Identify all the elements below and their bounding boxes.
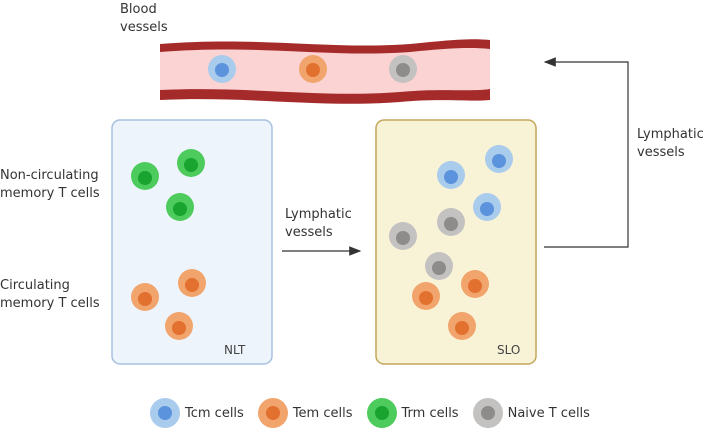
cell-tem — [299, 55, 327, 83]
cell-tcm — [437, 161, 465, 189]
cell-trm — [177, 149, 205, 177]
tem-cell-icon — [257, 398, 288, 428]
legend-item-trm: Trm cells — [366, 398, 459, 428]
cell-naive — [425, 252, 453, 280]
cell-tcm — [208, 55, 236, 83]
cell-tem — [178, 269, 206, 297]
arrow-slo-to-blood — [543, 57, 629, 248]
slo-label: SLO — [497, 343, 521, 357]
non-circulating-label: Non-circulating memory T cells — [0, 168, 100, 201]
legend-item-naive: Naive T cells — [472, 398, 590, 428]
cell-naive — [437, 208, 465, 236]
circulating-label: Circulating memory T cells — [0, 278, 100, 311]
cell-tcm — [485, 145, 513, 173]
cell-trm — [131, 162, 159, 190]
cell-trm — [166, 193, 194, 221]
nlt-label: NLT — [224, 343, 246, 357]
legend-item-tem: Tem cells — [257, 398, 353, 428]
lymphatic-vessels-right-label: Lymphatic vessels — [637, 127, 704, 160]
legend-label: Naive T cells — [507, 405, 590, 421]
naive-cell-icon — [472, 398, 503, 428]
cell-naive — [389, 222, 417, 250]
legend-label: Tcm cells — [185, 405, 244, 421]
tcm-cell-icon — [150, 398, 180, 428]
cell-tem — [412, 282, 440, 310]
legend-label: Tem cells — [292, 405, 353, 421]
legend-label: Trm cells — [401, 405, 459, 421]
lymphatic-vessels-mid-label: Lymphatic vessels — [285, 207, 352, 240]
cell-tcm — [473, 193, 501, 221]
cell-tem — [448, 312, 476, 340]
cell-tem — [165, 312, 193, 340]
trm-cell-icon — [366, 398, 397, 428]
blood-vessels-label: Blood vessels — [120, 2, 168, 35]
cell-tem — [131, 283, 159, 311]
cell-tem — [461, 270, 489, 298]
cell-naive — [389, 55, 417, 83]
legend-item-tcm: Tcm cells — [150, 398, 244, 428]
cells-group — [131, 55, 513, 340]
legend: Tcm cells Tem cells Trm cells Naive T ce… — [150, 398, 590, 428]
